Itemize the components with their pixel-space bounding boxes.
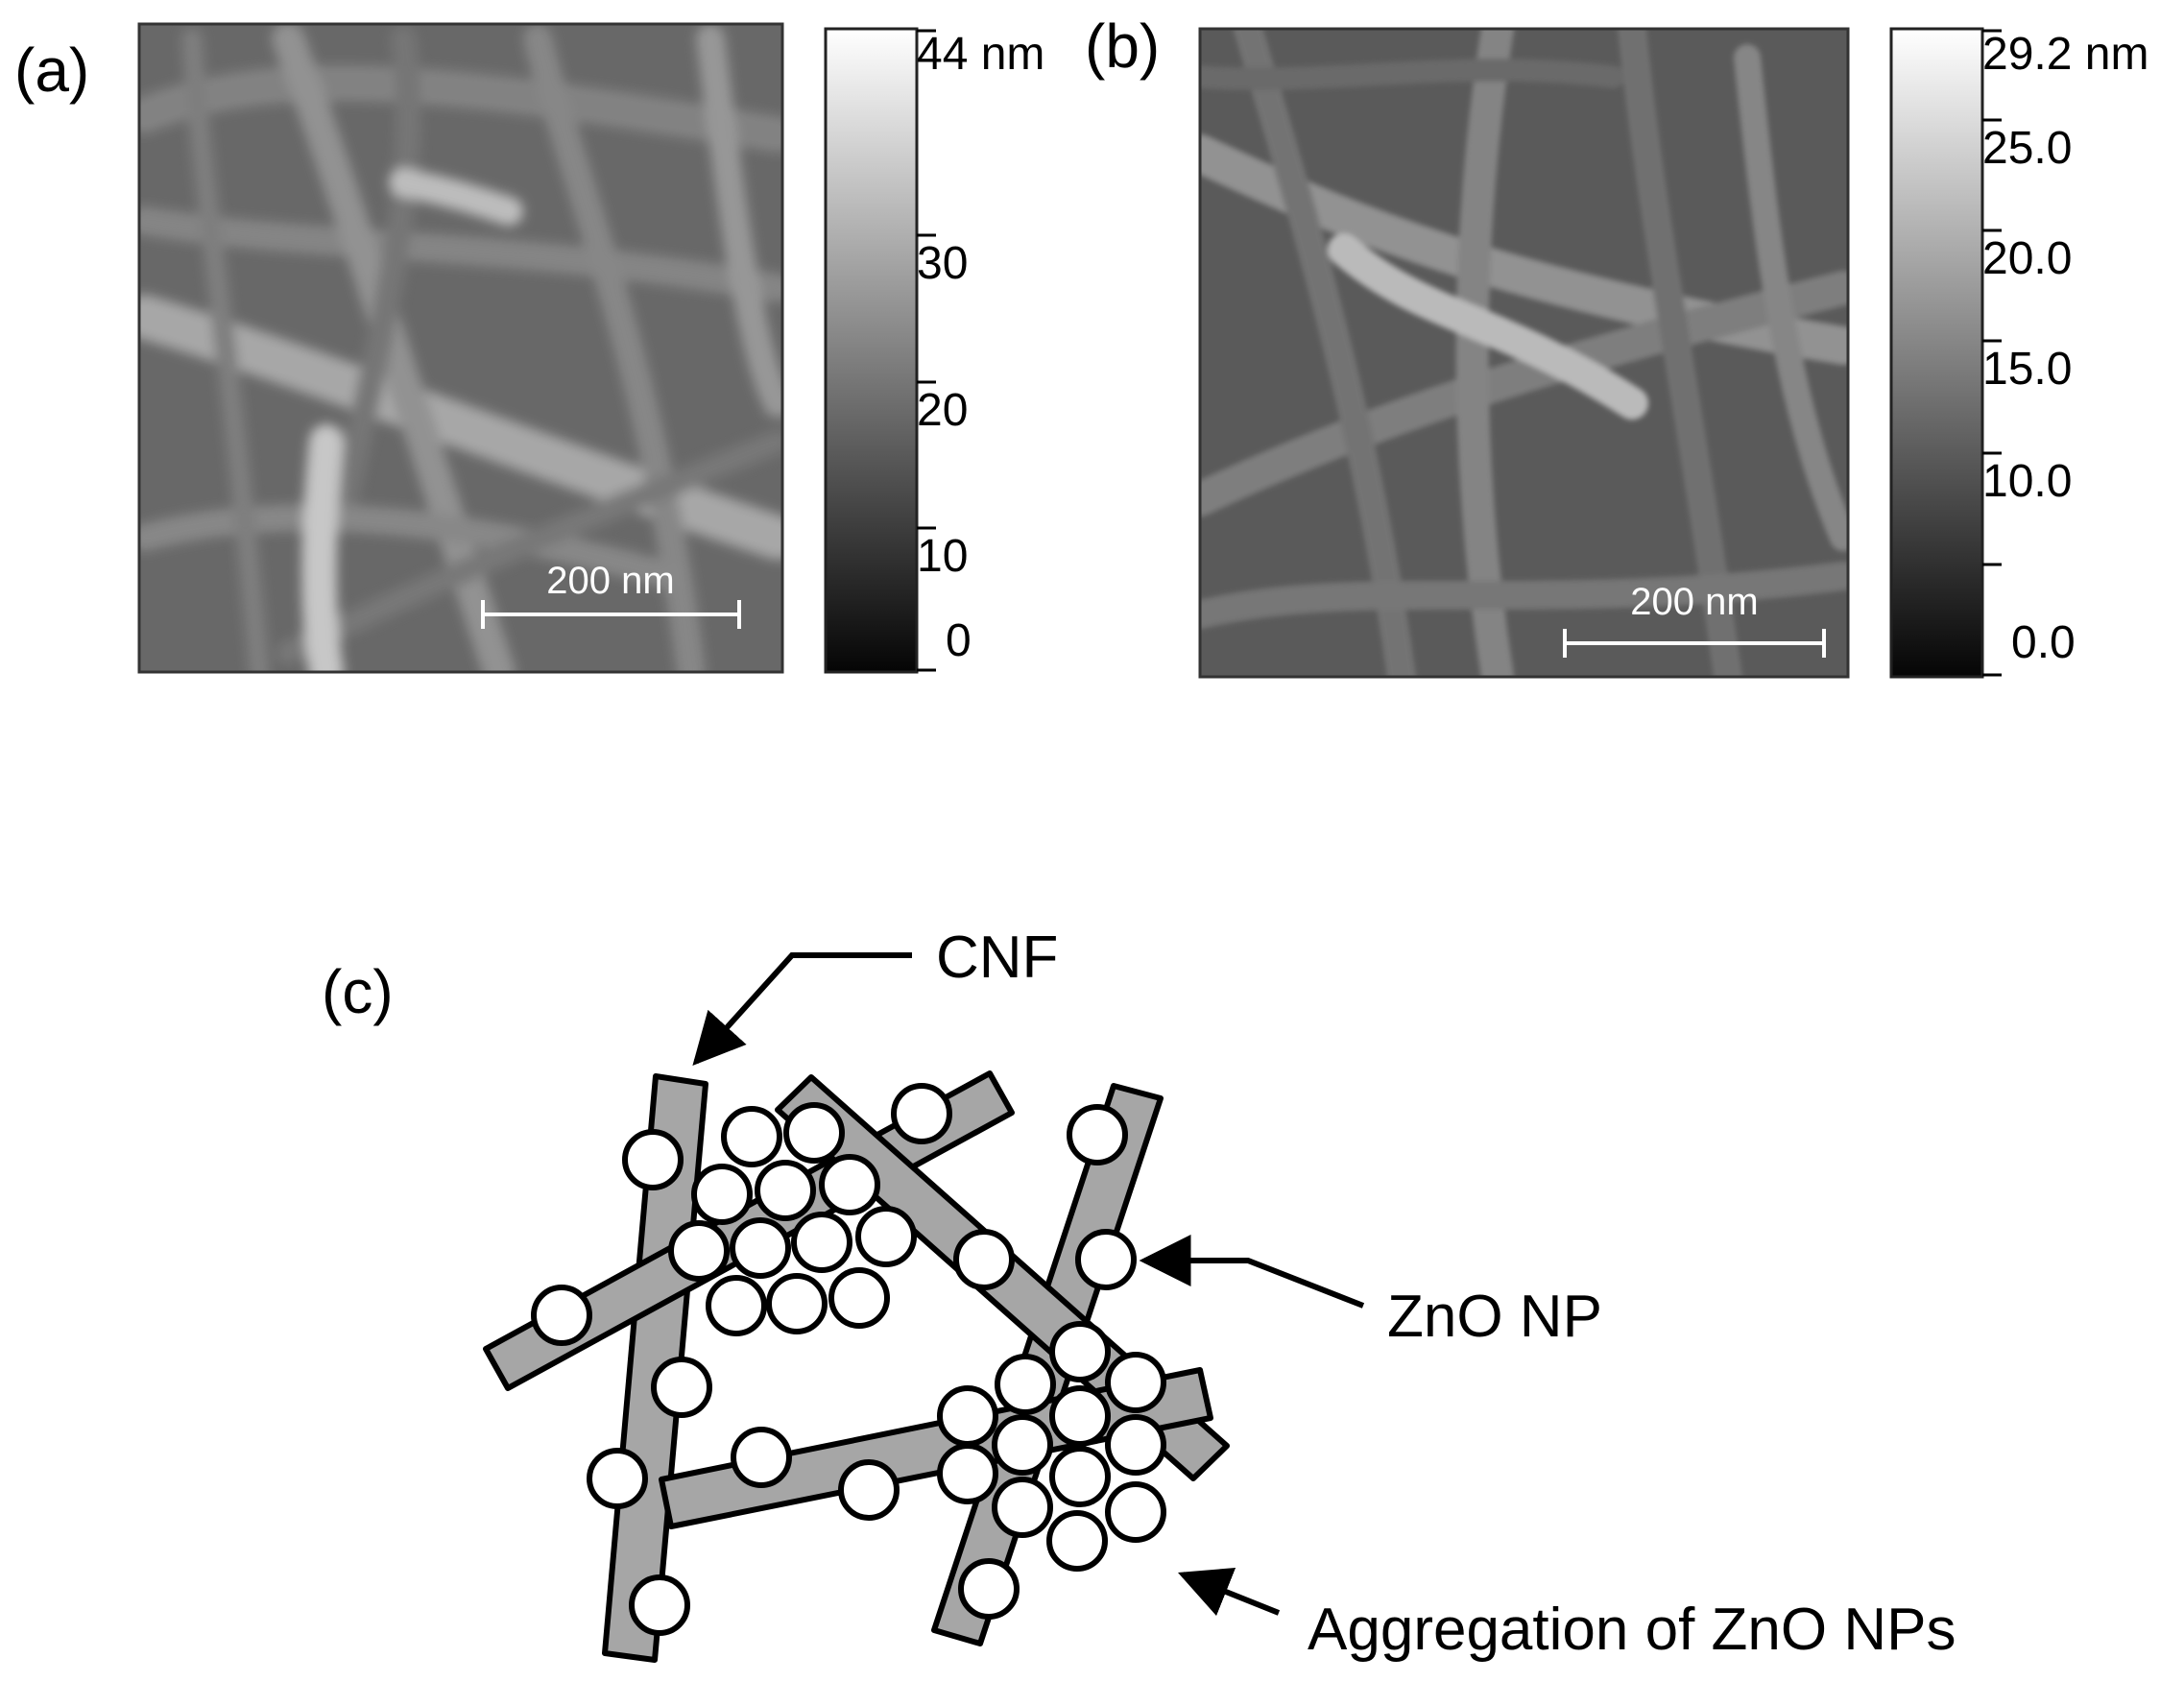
zno-np-circle — [1105, 1414, 1166, 1476]
zno-np-circle — [791, 1212, 852, 1273]
zno-np-circle — [651, 1357, 712, 1418]
annotation-aggregation-label: Aggregation of ZnO NPs — [1308, 1597, 1956, 1663]
leader-line-zno-np — [1139, 1235, 1365, 1309]
zno-aggregate-lower — [937, 1321, 1166, 1572]
colorbar-b-tick: 0.0 — [2011, 617, 2076, 668]
panel-b-label: (b) — [1085, 12, 1160, 81]
zno-np-circle — [1049, 1385, 1111, 1447]
zno-np-circle — [731, 1427, 792, 1488]
colorbar-a-tick: 0 — [946, 615, 972, 666]
zno-np-circle — [1105, 1481, 1166, 1543]
panel-c: (c) — [322, 925, 1956, 1663]
zno-np-circle — [629, 1574, 690, 1636]
annotation-cnf-label: CNF — [936, 925, 1058, 991]
annotation-zno-np-label: ZnO NP — [1387, 1284, 1602, 1350]
afm-image-a — [139, 24, 782, 672]
zno-np-circle — [992, 1414, 1053, 1476]
annotation-aggregation: Aggregation of ZnO NPs — [1177, 1567, 1956, 1663]
zno-np-circle — [622, 1129, 684, 1190]
zno-np-circle — [1049, 1446, 1111, 1507]
colorbar-b-tick: 25.0 — [1982, 123, 2072, 174]
zno-np-circle — [587, 1448, 648, 1509]
zno-np-circle — [691, 1164, 753, 1225]
zno-np-circle — [766, 1273, 828, 1334]
zno-np-circle — [531, 1285, 592, 1346]
zno-np-circle — [706, 1275, 767, 1336]
zno-np-circle — [958, 1558, 1020, 1620]
annotation-cnf: CNF — [692, 925, 1058, 1067]
colorbar-b-max-label: 29.2 nm — [1982, 29, 2148, 80]
colorbar-b-tick: 20.0 — [1982, 233, 2072, 284]
zno-np-circle — [1049, 1321, 1111, 1382]
leader-line-aggregation — [1177, 1567, 1281, 1617]
zno-np-circle — [721, 1106, 782, 1167]
panel-a: (a) 200 nm — [14, 22, 1044, 674]
afm-image-a-frame — [137, 22, 784, 674]
panel-b: (b) 200 nm — [1085, 12, 2148, 679]
scale-bar-a: 200 nm — [481, 560, 741, 629]
colorbar-a-tick: 10 — [917, 531, 968, 582]
colorbar-a-max-label: 44 nm — [917, 29, 1044, 80]
colorbar-a: 44 nm 30 20 10 0 — [824, 27, 1044, 674]
zno-np-circle — [730, 1217, 791, 1279]
zno-np-circle — [783, 1102, 845, 1164]
zno-np-circle — [819, 1154, 880, 1215]
zno-np-circle — [1105, 1352, 1166, 1413]
afm-image-b — [1200, 29, 1848, 677]
colorbar-b: 29.2 nm 25.0 20.0 15.0 10.0 0.0 — [1889, 27, 2148, 679]
colorbar-b-tick: 10.0 — [1982, 456, 2072, 507]
zno-np-circle — [1075, 1229, 1137, 1290]
zno-np-circle — [937, 1443, 998, 1504]
zno-nanoparticles — [531, 1083, 1137, 1636]
afm-image-b-frame — [1198, 27, 1850, 679]
zno-np-circle — [937, 1385, 998, 1447]
zno-np-circle — [855, 1206, 917, 1267]
zno-np-circle — [891, 1083, 952, 1144]
panel-a-label: (a) — [14, 36, 89, 105]
scale-bar-a-label: 200 nm — [546, 560, 674, 602]
zno-np-circle — [668, 1220, 730, 1282]
colorbar-b-tick: 15.0 — [1982, 344, 2072, 395]
scale-bar-b-label: 200 nm — [1630, 581, 1758, 623]
zno-aggregate-upper — [668, 1102, 917, 1336]
zno-np-circle — [1046, 1510, 1108, 1572]
annotation-zno-np: ZnO NP — [1139, 1235, 1602, 1350]
panel-c-label: (c) — [322, 957, 394, 1026]
zno-np-circle — [953, 1229, 1015, 1290]
zno-np-circle — [828, 1267, 890, 1329]
zno-np-circle — [992, 1477, 1053, 1538]
zno-np-circle — [838, 1459, 900, 1521]
scale-bar-b: 200 nm — [1563, 581, 1826, 658]
zno-np-circle — [755, 1160, 816, 1221]
colorbar-a-tick: 30 — [917, 238, 968, 289]
zno-np-circle — [995, 1354, 1056, 1415]
leader-line-cnf — [692, 952, 912, 1067]
colorbar-a-tick: 20 — [917, 385, 968, 436]
zno-np-circle — [1067, 1104, 1128, 1165]
